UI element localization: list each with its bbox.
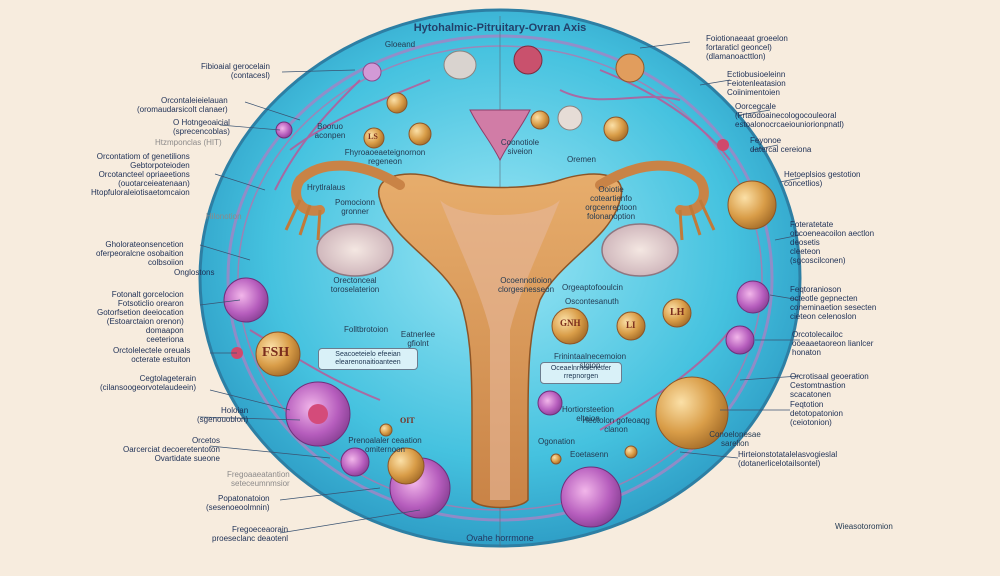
right-label-10: Feqtotion detotopatonion (ceiotonion) [790, 400, 843, 427]
left-label-16: Fregoeceaorain proeseclanc deaotenl [212, 525, 288, 543]
diagram-title: Hytohalmic-Pitruitary-Ovran Axis [380, 22, 620, 34]
right-label-4: Feyonoe datercal cereiona [750, 136, 811, 154]
right-label-5: Hetoeplsios gestotion concetlios) [784, 170, 861, 188]
inner-label-18: Eoetasenn [570, 450, 608, 459]
inner-label-12: Orectonceal toroselaterion [331, 276, 379, 294]
inner-label-11: Oscontesanuth [565, 297, 619, 306]
left-label-14: Fregoaaeatantion seteceumnmsior [227, 470, 290, 488]
inner-label-20: Heotolon gofeoaqg clanon [582, 416, 650, 434]
left-label-15: Popatonatoion (sesenoeoolmnin) [206, 494, 270, 512]
inner-label-1: Gloeand [385, 40, 415, 49]
right-label-8: Orcotolecailoc ooeaaetaoreon lianlcer ho… [792, 330, 873, 357]
left-label-11: Cegtolageterain (cilansoogeorvotelaudeei… [100, 374, 196, 392]
left-ovary [317, 224, 393, 276]
inner-label-21: Conoelonesae sarelion [709, 430, 761, 448]
inner-label-13: Folltbrotoion [344, 325, 388, 334]
inner-label-5: Oremen [567, 155, 596, 164]
left-label-4: Htzmponclas (HIT) [155, 138, 222, 147]
secretion-box-left: Seacoeteielo efeeian elearenonaitioantee… [318, 348, 418, 370]
right-label-9: Orcrotisaal geoeration Cestomtnastion sc… [790, 372, 869, 399]
left-label-6: Hilonotion [206, 212, 242, 221]
inner-label-7: Pomocionn gronner [335, 198, 375, 216]
left-label-13: Orcetos Oarcerciat decoeretentoton Ovart… [123, 436, 220, 463]
li-label: LI [626, 320, 636, 330]
left-label-1: Fibioaial gerocelain (contacesl) [201, 62, 270, 80]
right-label-2: Ectiobusioeleinn Feiotenleatasion Coiini… [727, 70, 786, 97]
inner-label-10: Orgeaptofooulcin [562, 283, 623, 292]
inner-label-16: Frinintaalnecemoion slgion [554, 352, 626, 370]
inner-label-6: Hrytlralaus [307, 183, 345, 192]
left-label-9: Fotonalt gorcelocion Fotsoticlio orearon… [97, 290, 184, 344]
oit-label: OIT [400, 416, 415, 425]
inner-label-15: Prenoalaler ceaation omiternoon [348, 436, 421, 454]
inner-label-17: Ogonation [538, 437, 575, 446]
ls-label: LS [368, 132, 378, 141]
bottom-label: Ovahe horrmone [420, 533, 580, 543]
right-label-7: Feqtoranioson octeotle gepnecten conemin… [790, 285, 876, 321]
left-label-7: Gholorateonsencetion oferpeoralcne osoba… [96, 240, 184, 267]
inner-label-14: Eatnerlee gfiolnt [401, 330, 435, 348]
inner-label-9: Ocoennotioion clorgesnesseon [498, 276, 554, 294]
inner-label-4: Coonotiole siveion [501, 138, 539, 156]
right-label-3: Oorcegcale (Frtaodoainecologocouleoral e… [735, 102, 844, 129]
left-label-12: Holoian (sgenouoblon) [197, 406, 248, 424]
left-label-8: Onglostons [174, 268, 214, 277]
right-label-6: Foteratetate obcoeneacoilon aectlon deos… [790, 220, 874, 265]
left-label-2: Orcontaleieielauan (oromaudarsicolt clan… [137, 96, 228, 114]
left-label-3: O Hotngeoaicial (sprecencoblas) [173, 118, 230, 136]
inner-label-22: Wieasotoromion [835, 522, 893, 531]
fsh-label: FSH [262, 345, 289, 361]
right-label-11: Hirteionstotatalelasvogieslal (dotanerli… [738, 450, 837, 468]
inner-label-2: Booruo aconpen [315, 122, 346, 140]
lh-label: LH [670, 307, 684, 318]
gnh-label: GNH [560, 318, 581, 328]
right-ovary [602, 224, 678, 276]
left-label-5: Orcontatiom of genetilions Gebtorpoteiod… [91, 152, 190, 197]
inner-label-8: Ooiotie coteartienfo orgcenreptoon folon… [585, 185, 637, 221]
right-label-1: Foiotionaeaat groeelon fortaraticl geonc… [706, 34, 788, 61]
inner-label-3: Fhyroaoeaeteignornon regeneon [345, 148, 426, 166]
left-label-10: Orctolelectele oreuals octerate estuiton [113, 346, 190, 364]
